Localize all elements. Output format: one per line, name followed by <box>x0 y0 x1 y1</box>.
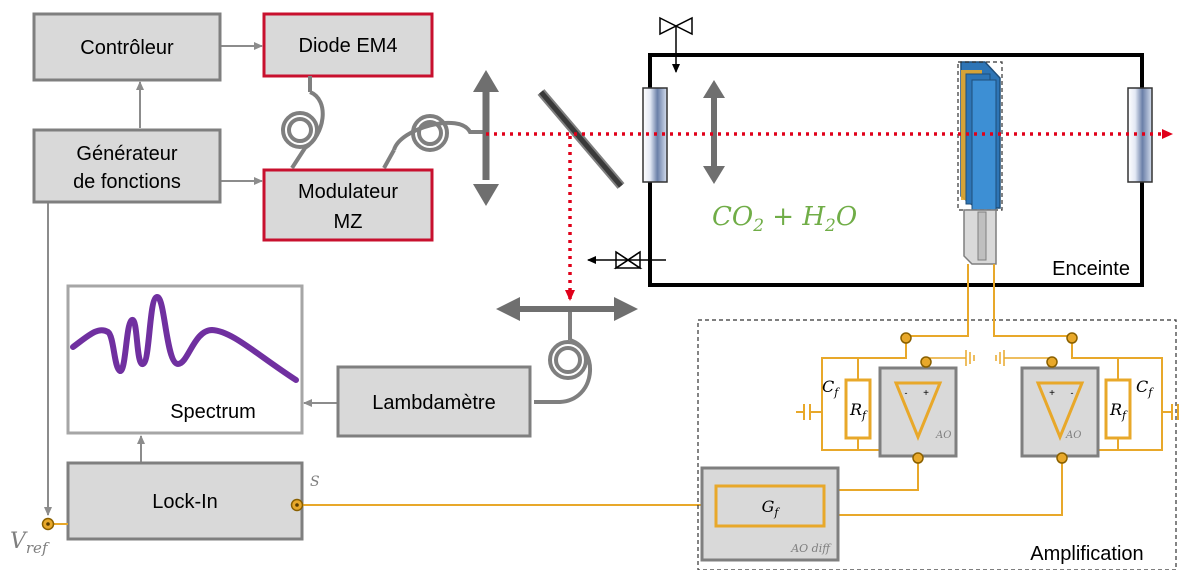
gf-g: G <box>762 497 775 516</box>
gas-co: CO <box>712 202 753 232</box>
ao-right: + - AO <box>1020 366 1100 458</box>
cf-label-right: Cf <box>1136 377 1154 399</box>
ao-left: - + AO <box>878 366 958 458</box>
ao-diff: Gf AO diff <box>700 466 840 562</box>
lens-1 <box>473 70 499 206</box>
rf-left-f: f <box>861 409 868 422</box>
lens-3 <box>496 297 638 321</box>
enceinte-label: Enceinte <box>1052 258 1130 280</box>
generateur-label-2: de fonctions <box>73 171 181 193</box>
valve-side <box>587 250 666 270</box>
diode-block: Diode EM4 <box>262 12 434 78</box>
ao-left-label: AO <box>935 430 951 441</box>
gas-sub-1: 2 <box>752 216 764 236</box>
modulateur-label-1: Modulateur <box>298 181 398 203</box>
ao-left-minus: - <box>905 388 908 398</box>
amp-nodes <box>900 332 1078 464</box>
sensor-device <box>957 61 1003 265</box>
fiber-loop-modulateur <box>382 114 486 169</box>
amplification-region: Amplification <box>697 319 1177 570</box>
gray-connectors <box>44 42 338 516</box>
cf-right-f: f <box>1147 386 1154 399</box>
gas-o: O <box>836 202 857 232</box>
gas-plus-h: + H <box>764 202 826 232</box>
cf-label-left: Cf <box>822 377 840 399</box>
enceinte-chamber: Enceinte <box>648 53 1144 287</box>
laser-beam <box>486 129 1173 301</box>
ao-right-plus: + <box>1049 388 1055 399</box>
ao-right-label: AO <box>1065 430 1081 441</box>
cf-left-f: f <box>833 386 840 399</box>
fiber-loop-diode <box>281 76 325 170</box>
lambdametre-block: Lambdamètre <box>336 365 532 438</box>
modulateur-block: Modulateur MZ <box>262 168 434 242</box>
resistor-left: Rf <box>844 378 872 440</box>
spectrum-label: Spectrum <box>170 401 256 423</box>
mirror <box>537 89 625 189</box>
ground-right <box>995 350 1052 366</box>
gf-label: Gf <box>762 497 781 519</box>
rf-label-left: Rf <box>849 400 868 422</box>
generateur-label-1: Générateur <box>76 143 178 165</box>
gas-label: CO2 + H2O <box>712 202 857 236</box>
amplification-label: Amplification <box>1030 543 1143 565</box>
lambdametre-label: Lambdamètre <box>372 392 495 414</box>
amp-wiring <box>810 264 1172 516</box>
lockin-label: Lock-In <box>152 491 218 513</box>
controleur-label: Contrôleur <box>80 37 174 59</box>
gas-sub-2: 2 <box>824 216 836 236</box>
vref-label: Vref <box>10 529 50 557</box>
lens-2 <box>703 80 725 184</box>
cf-right-c: C <box>1136 377 1148 396</box>
rf-right-f: f <box>1121 409 1128 422</box>
gf-f: f <box>773 506 780 519</box>
lockin-block: Lock-In <box>66 461 304 541</box>
cf-left-c: C <box>822 377 834 396</box>
rf-left-r: R <box>849 400 862 419</box>
ao-left-plus: + <box>923 388 929 399</box>
fiber-loop-lambdametre <box>534 312 593 404</box>
ground-left <box>926 350 975 366</box>
generateur-block: Générateur de fonctions <box>32 128 222 204</box>
rf-label-right: Rf <box>1109 400 1128 422</box>
s-label: S <box>310 474 320 490</box>
capacitor-left <box>796 404 811 420</box>
controleur-block: Contrôleur <box>32 12 222 82</box>
vref-sub: ref <box>26 539 50 557</box>
ao-right-minus: - <box>1071 388 1074 398</box>
vref-v: V <box>10 529 28 554</box>
modulateur-label-2: MZ <box>334 211 363 233</box>
s-terminal: S <box>290 474 716 512</box>
spectrum-block: Spectrum <box>66 284 304 435</box>
window-right <box>1127 87 1153 183</box>
ao-diff-label: AO diff <box>790 542 832 555</box>
rf-right-r: R <box>1109 400 1122 419</box>
capacitor-right <box>1171 404 1179 420</box>
diode-label: Diode EM4 <box>299 35 398 57</box>
vref-terminal: Vref <box>10 517 68 557</box>
valve-top <box>659 16 693 73</box>
resistor-right: Rf <box>1104 378 1132 440</box>
